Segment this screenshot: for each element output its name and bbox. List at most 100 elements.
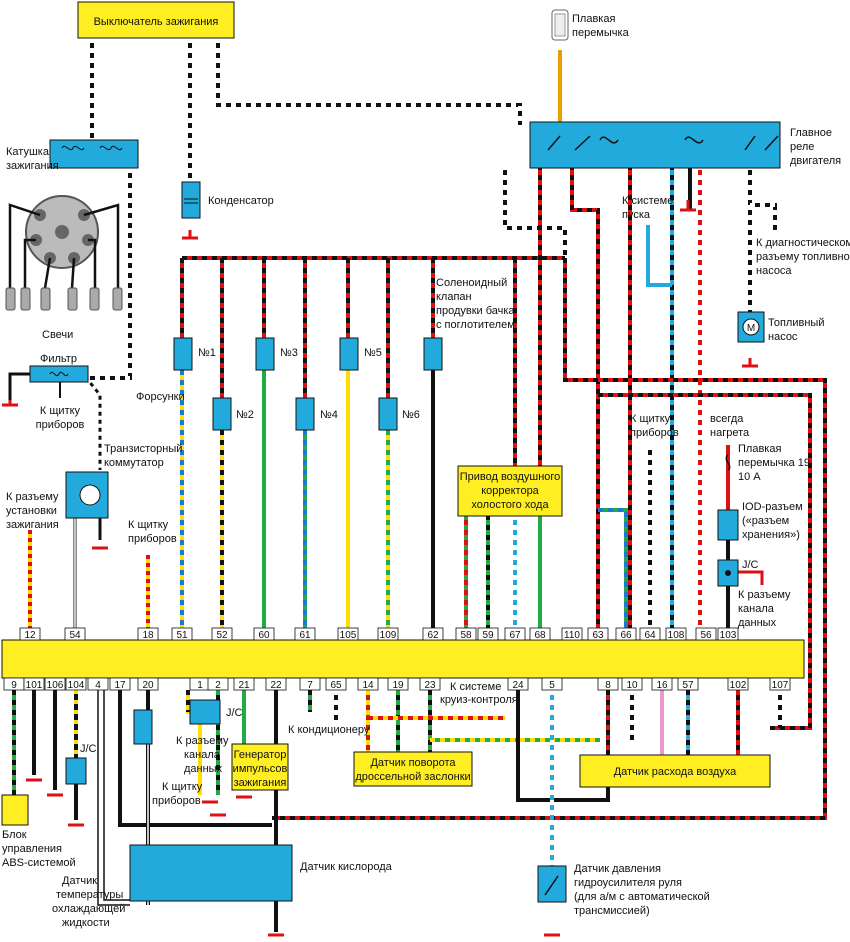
ps-label-1: Датчик давления — [574, 863, 661, 875]
pin-number: 22 — [270, 680, 282, 691]
ignition-coil-box — [49, 139, 139, 169]
inj4-label: №4 — [320, 409, 338, 421]
condenser-box — [181, 181, 201, 219]
pin-number: 16 — [656, 680, 668, 691]
abs-label-3: ABS-системой — [2, 857, 76, 869]
pin-box — [422, 627, 444, 641]
pin-number: 68 — [534, 630, 546, 641]
pin-number: 64 — [644, 630, 656, 641]
pin-number: 101 — [26, 680, 43, 691]
coil-windings-icon — [61, 145, 123, 151]
injector-6-box — [378, 397, 398, 431]
dash4-label-1: К щитку — [162, 781, 203, 793]
pin-box — [727, 677, 749, 691]
inj6-label: №6 — [402, 409, 420, 421]
pin-box — [507, 677, 529, 691]
coolant-label-1: Датчик — [62, 875, 97, 887]
coil-label-1: Катушка — [6, 146, 50, 158]
wires — [8, 38, 827, 932]
wire-63-66 — [598, 508, 628, 630]
pin-number: 14 — [362, 680, 374, 691]
iod-label-3: хранения») — [742, 529, 800, 541]
pin-box — [639, 627, 661, 641]
jc-mid-box — [189, 699, 221, 725]
oxygen-sensor-box — [129, 844, 293, 902]
pin-box — [109, 677, 131, 691]
pin-number: 102 — [730, 680, 747, 691]
diag-label-3: насоса — [756, 265, 792, 277]
wire-diag — [750, 203, 777, 230]
spark-plugs-icon — [5, 287, 123, 311]
pin-number: 51 — [176, 630, 188, 641]
wire-relay-bus — [503, 165, 567, 258]
data-conn2-label-3: данных — [184, 763, 223, 775]
transistor-label-2: коммутатор — [104, 457, 164, 469]
wire-filter-ground — [8, 372, 30, 400]
pin-number: 1 — [197, 680, 203, 691]
pin-number: 103 — [720, 630, 737, 641]
ign-conn-label-3: зажигания — [6, 519, 59, 531]
start-label-1: К системе — [622, 195, 673, 207]
jc-left-label: J/C — [80, 743, 97, 755]
pin-box — [325, 677, 347, 691]
injector-3-box — [255, 337, 275, 371]
pin-number: 17 — [114, 680, 126, 691]
solenoid-valve-box — [423, 337, 443, 371]
fuse-19-icon — [725, 454, 731, 471]
wire-filter-transistor — [86, 379, 102, 470]
pin-number: 61 — [299, 630, 311, 641]
pin-box — [337, 627, 359, 641]
pin-number: 66 — [620, 630, 632, 641]
pin-number: 52 — [216, 630, 228, 641]
dash2-label-2: приборов — [128, 533, 177, 545]
relay-label-2: реле — [790, 141, 814, 153]
diag-label-1: К диагностическому — [756, 237, 850, 249]
pin-box — [615, 627, 637, 641]
pin-number: 63 — [592, 630, 604, 641]
dash3-label-1: К щитку — [630, 413, 671, 425]
throttle-label-2: дроссельной заслонки — [355, 771, 470, 783]
pin-number: 18 — [142, 630, 154, 641]
inj5-label: №5 — [364, 347, 382, 359]
pin-number: 59 — [482, 630, 494, 641]
throttle-label-1: Датчик поворота — [370, 757, 456, 769]
pin-box — [19, 627, 41, 641]
solenoid-label-1: Соленоидный — [436, 277, 507, 289]
fuse-main-label-1: Плавкая — [572, 13, 615, 25]
fuse19-label-2: перемычка 19 — [738, 457, 810, 469]
pin-box — [87, 677, 109, 691]
transistor-label-1: Транзисторный — [104, 443, 182, 455]
solenoid-label-2: клапан — [436, 291, 472, 303]
pin-box — [665, 627, 687, 641]
fuse19-label-1: Плавкая — [738, 443, 781, 455]
fuse-main-label-2: перемычка — [572, 27, 630, 39]
abs-label-1: Блок — [2, 829, 27, 841]
ps-label-2: гидроусилителя руля — [574, 877, 682, 889]
main-fuse-icon — [551, 9, 569, 41]
pump-label-1: Топливный — [768, 317, 824, 329]
pin-box — [137, 677, 159, 691]
injector-2-box — [212, 397, 232, 431]
wire-start-system — [646, 225, 672, 287]
pin-box — [171, 627, 193, 641]
coolant-label-3: охлаждающей — [52, 903, 125, 915]
pin-box — [541, 677, 563, 691]
solenoid-label-3: продувки бачка — [436, 305, 515, 317]
iod-label-2: («разъем — [742, 515, 789, 527]
pin-box — [253, 627, 275, 641]
cruise-label-2: круиз-контроля — [440, 694, 518, 706]
coolant-label-2: температуры — [56, 889, 123, 901]
pin-number: 65 — [330, 680, 342, 691]
start-label-2: пуска — [622, 209, 651, 221]
wire-switch-relay — [216, 38, 522, 125]
ac-label: К кондиционеру — [288, 724, 370, 736]
relay-label-1: Главное — [790, 127, 832, 139]
injector-4-box — [295, 397, 315, 431]
wire-coil-distributor — [88, 168, 132, 380]
pin-box — [651, 677, 673, 691]
hot-label-1: всегда — [710, 413, 744, 425]
pulse-gen-label-3: зажигания — [234, 777, 287, 789]
